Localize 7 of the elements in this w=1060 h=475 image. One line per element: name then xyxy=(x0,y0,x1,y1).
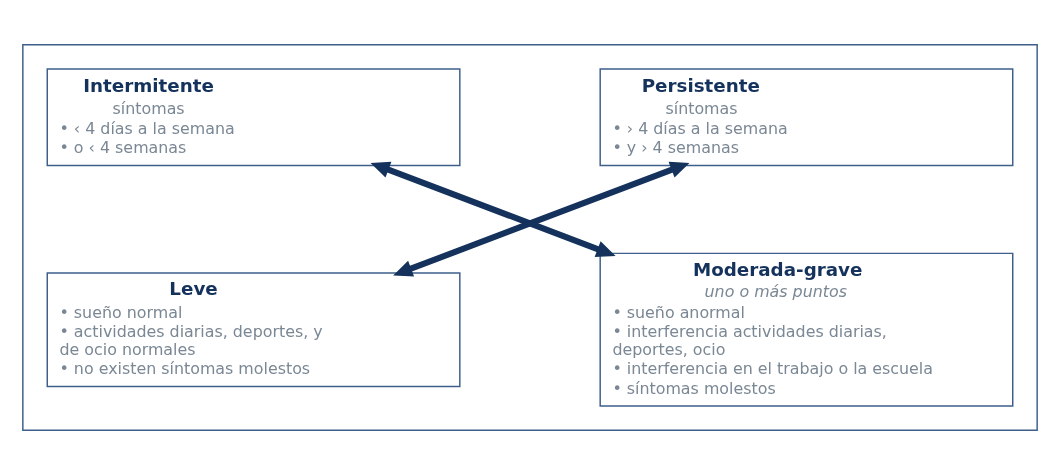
node-box: Persistente síntomas • › 4 días a la semana • y › 4 semanas xyxy=(599,68,1014,167)
node-box: Intermitente síntomas • ‹ 4 días a la semana • o ‹ 4 semanas xyxy=(46,68,461,167)
arrow xyxy=(370,161,616,257)
node-box: Leve • sueño normal • actividades diarias, deportes, y de ocio normales • no existen síntomas molestos xyxy=(46,272,461,388)
arrow xyxy=(393,161,690,277)
cluster xyxy=(22,43,1038,432)
node-box: Moderada-grave uno o más puntos • sueño anormal • interferencia actividades diarias, deportes, ocio • interferencia en el trabajo o la escuela • síntomas molestos xyxy=(599,252,1014,407)
